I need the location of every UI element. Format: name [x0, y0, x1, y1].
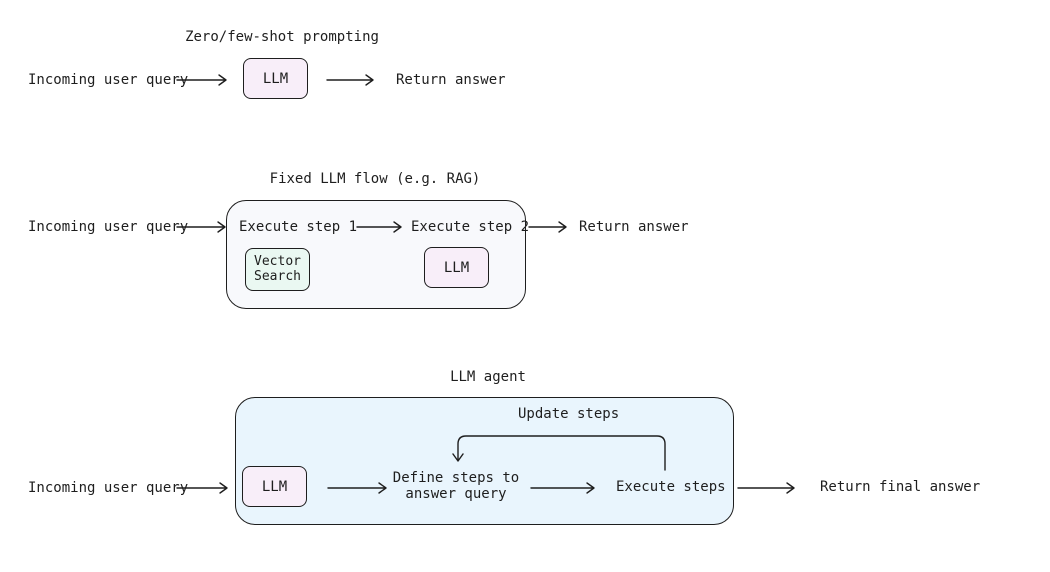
s1-incoming-query-label: Incoming user query [28, 72, 189, 88]
s3-update-steps-label: Update steps [518, 406, 620, 422]
s3-arrow-execute-to-final [737, 482, 795, 494]
s2-incoming-query-label: Incoming user query [28, 219, 189, 235]
s3-define-steps-line2: answer query [405, 486, 507, 503]
zero-few-shot-title: Zero/few-shot prompting [185, 29, 379, 45]
s1-llm-label: LLM [262, 70, 289, 87]
s2-vector-search-line2: Search [254, 268, 301, 284]
s3-execute-steps-label: Execute steps [616, 479, 726, 495]
s2-vector-search-line1: Vector [254, 253, 301, 269]
s3-return-final-answer-label: Return final answer [820, 479, 981, 495]
s3-define-steps-line1: Define steps to [392, 470, 520, 486]
s3-define-steps-label: Define steps to answer query [393, 470, 519, 502]
s3-incoming-query-label: Incoming user query [28, 480, 189, 496]
s2-vector-search-node: Vector Search [245, 248, 310, 291]
fixed-flow-title: Fixed LLM flow (e.g. RAG) [269, 171, 481, 187]
s2-execute-step-1-label: Execute step 1 [239, 219, 358, 235]
s2-arrow-step2-to-answer [528, 221, 567, 233]
llm-agent-title: LLM agent [450, 369, 526, 385]
s2-llm-label: LLM [443, 259, 470, 276]
agent-frame [235, 397, 734, 525]
s1-arrow-llm-to-answer [326, 74, 374, 86]
s2-llm-node: LLM [424, 247, 489, 288]
s1-llm-node: LLM [243, 58, 308, 99]
s1-return-answer-label: Return answer [396, 72, 506, 88]
s3-llm-node: LLM [242, 466, 307, 507]
s3-llm-label: LLM [261, 478, 288, 495]
s2-execute-step-2-label: Execute step 2 [411, 219, 530, 235]
s2-return-answer-label: Return answer [579, 219, 689, 235]
